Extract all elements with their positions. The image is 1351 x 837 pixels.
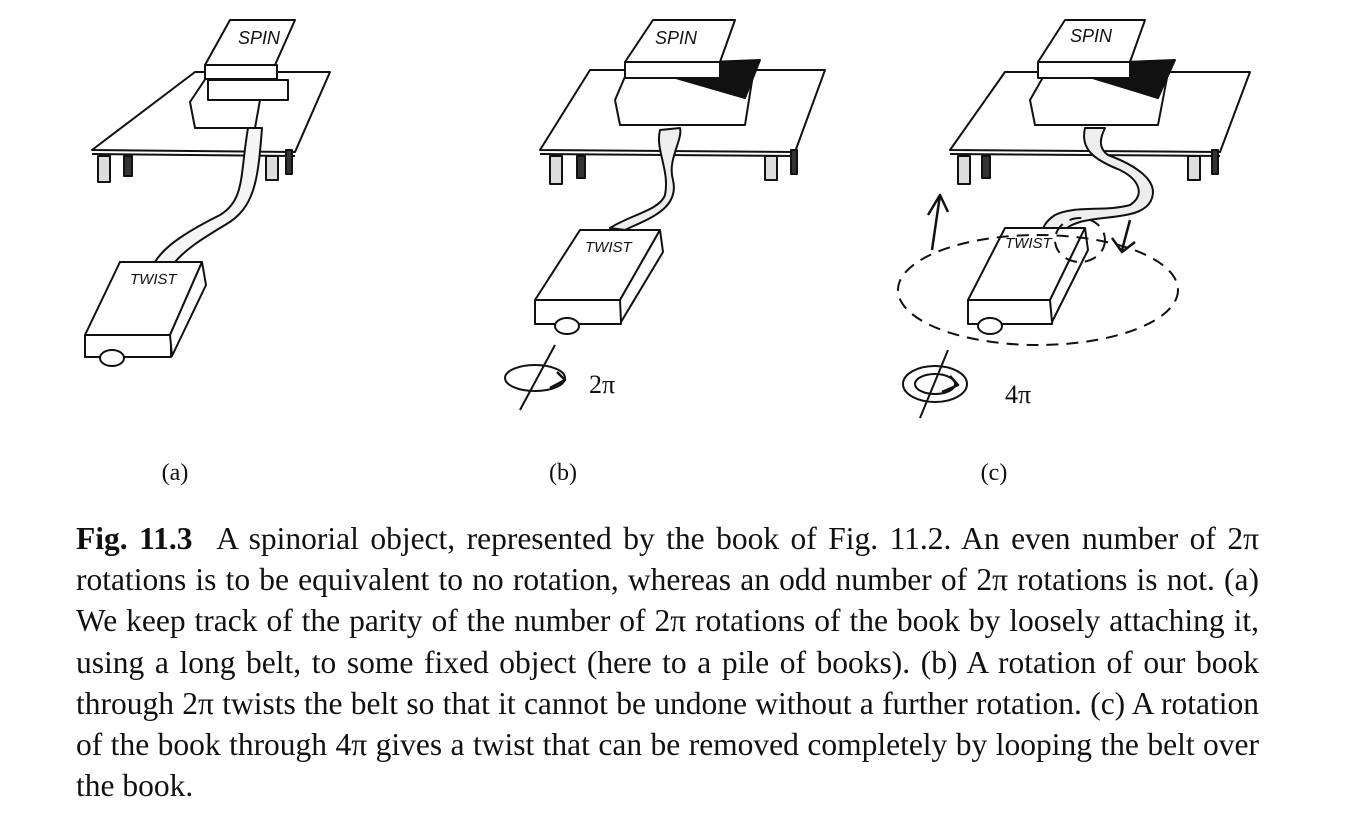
twist-title: TWIST <box>130 271 178 288</box>
spin-title: SPIN <box>1070 26 1113 46</box>
panel-c: SPIN TWIST 4π <box>890 0 1270 440</box>
illustration-b: SPIN TWIST <box>504 19 826 411</box>
table-leg <box>549 155 563 185</box>
rotation-2pi-icon <box>504 344 567 411</box>
bookmark <box>554 317 580 335</box>
rotation-4pi-icon <box>902 349 968 419</box>
panel-a: SPIN TWIST <box>80 0 420 440</box>
table-leg <box>265 155 279 181</box>
table-leg <box>1187 155 1201 181</box>
table-leg <box>981 155 991 179</box>
bookmark <box>977 317 1003 335</box>
bookmark <box>99 349 125 367</box>
loop-arrow-up-icon <box>926 193 950 251</box>
table-leg <box>576 155 586 179</box>
rotation-4pi-label: 4π <box>1005 380 1032 409</box>
panel-a-label: (a) <box>161 460 189 486</box>
spin-title: SPIN <box>655 28 698 48</box>
table-leg <box>97 155 111 183</box>
caption-text: A spinorial object, represented by the b… <box>76 521 1260 804</box>
figure-number: Fig. 11.3 <box>76 521 193 556</box>
loop-arrow-down-icon <box>1110 219 1136 254</box>
illustration-c: SPIN TWIST <box>897 19 1251 419</box>
twist-title: TWIST <box>1005 235 1053 252</box>
table-leg <box>790 149 798 175</box>
panel-c-label: (c) <box>980 460 1008 486</box>
table-leg <box>957 155 971 185</box>
loop-path-dashed <box>897 217 1179 346</box>
table-leg <box>285 149 293 175</box>
rotation-2pi-label: 2π <box>589 370 616 399</box>
panel-b-label: (b) <box>549 460 577 486</box>
illustration-a: SPIN TWIST <box>84 19 331 367</box>
middle-pile-book <box>207 79 289 101</box>
table-leg <box>764 155 778 181</box>
panel-b: SPIN TWIST 2π <box>495 0 835 440</box>
table-leg <box>123 155 133 177</box>
table-leg <box>1211 149 1219 175</box>
spin-title: SPIN <box>238 28 281 48</box>
twist-title: TWIST <box>585 239 633 256</box>
figure-caption: Fig. 11.3 A spinorial object, represente… <box>76 518 1259 806</box>
